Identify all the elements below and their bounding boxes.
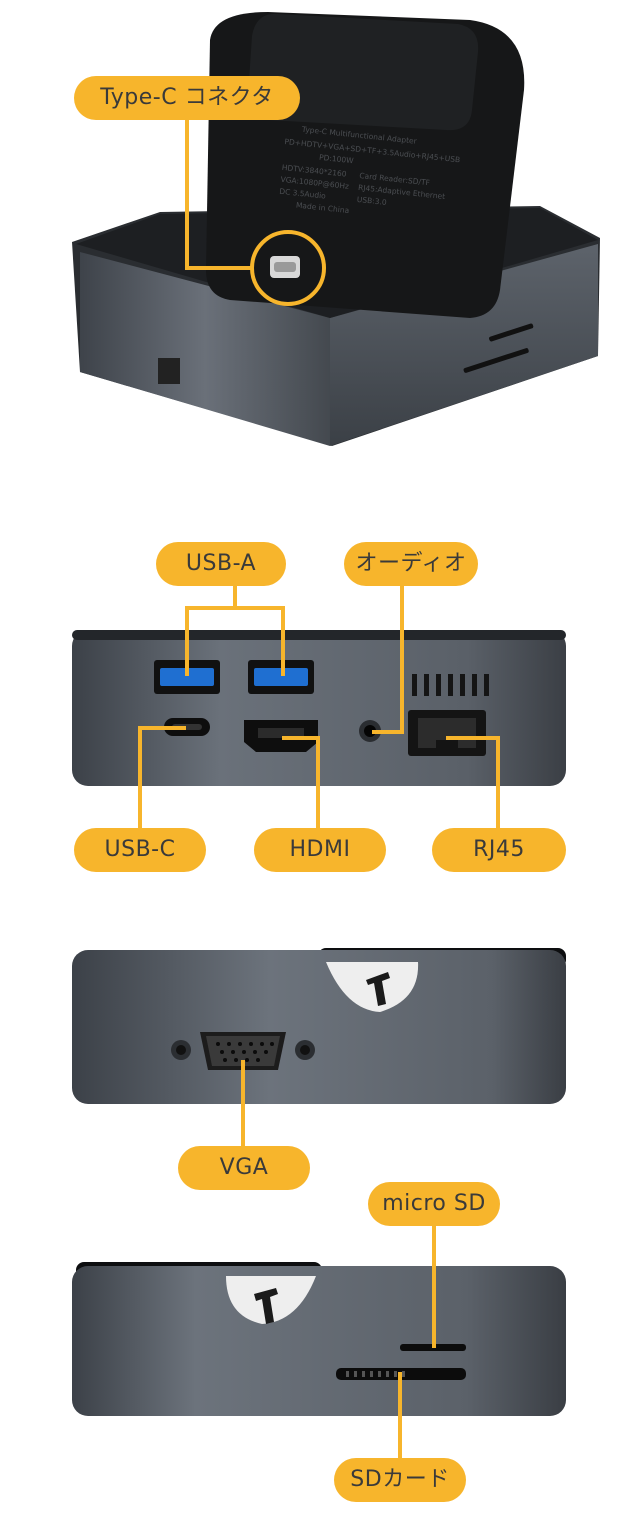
label-sd-card: SDカード xyxy=(334,1458,466,1502)
label-usb-a: USB-A xyxy=(156,542,286,586)
label-hdmi: HDMI xyxy=(254,828,386,872)
label-usb-c: USB-C xyxy=(74,828,206,872)
label-rj45: RJ45 xyxy=(432,828,566,872)
label-type-c-connector: Type-C コネクタ xyxy=(74,76,300,120)
dock-front-view xyxy=(72,630,566,786)
label-micro-sd: micro SD xyxy=(368,1182,500,1226)
label-vga: VGA xyxy=(178,1146,310,1190)
dock-vga-side-view xyxy=(72,948,566,1104)
plate-line9: USB:3.0 xyxy=(356,195,387,207)
label-audio: オーディオ xyxy=(344,542,478,586)
plate-line2: PD:100W xyxy=(319,153,355,166)
dock-top-view: Type-C Multifunctional Adapter PD+HDTV+V… xyxy=(72,12,600,446)
